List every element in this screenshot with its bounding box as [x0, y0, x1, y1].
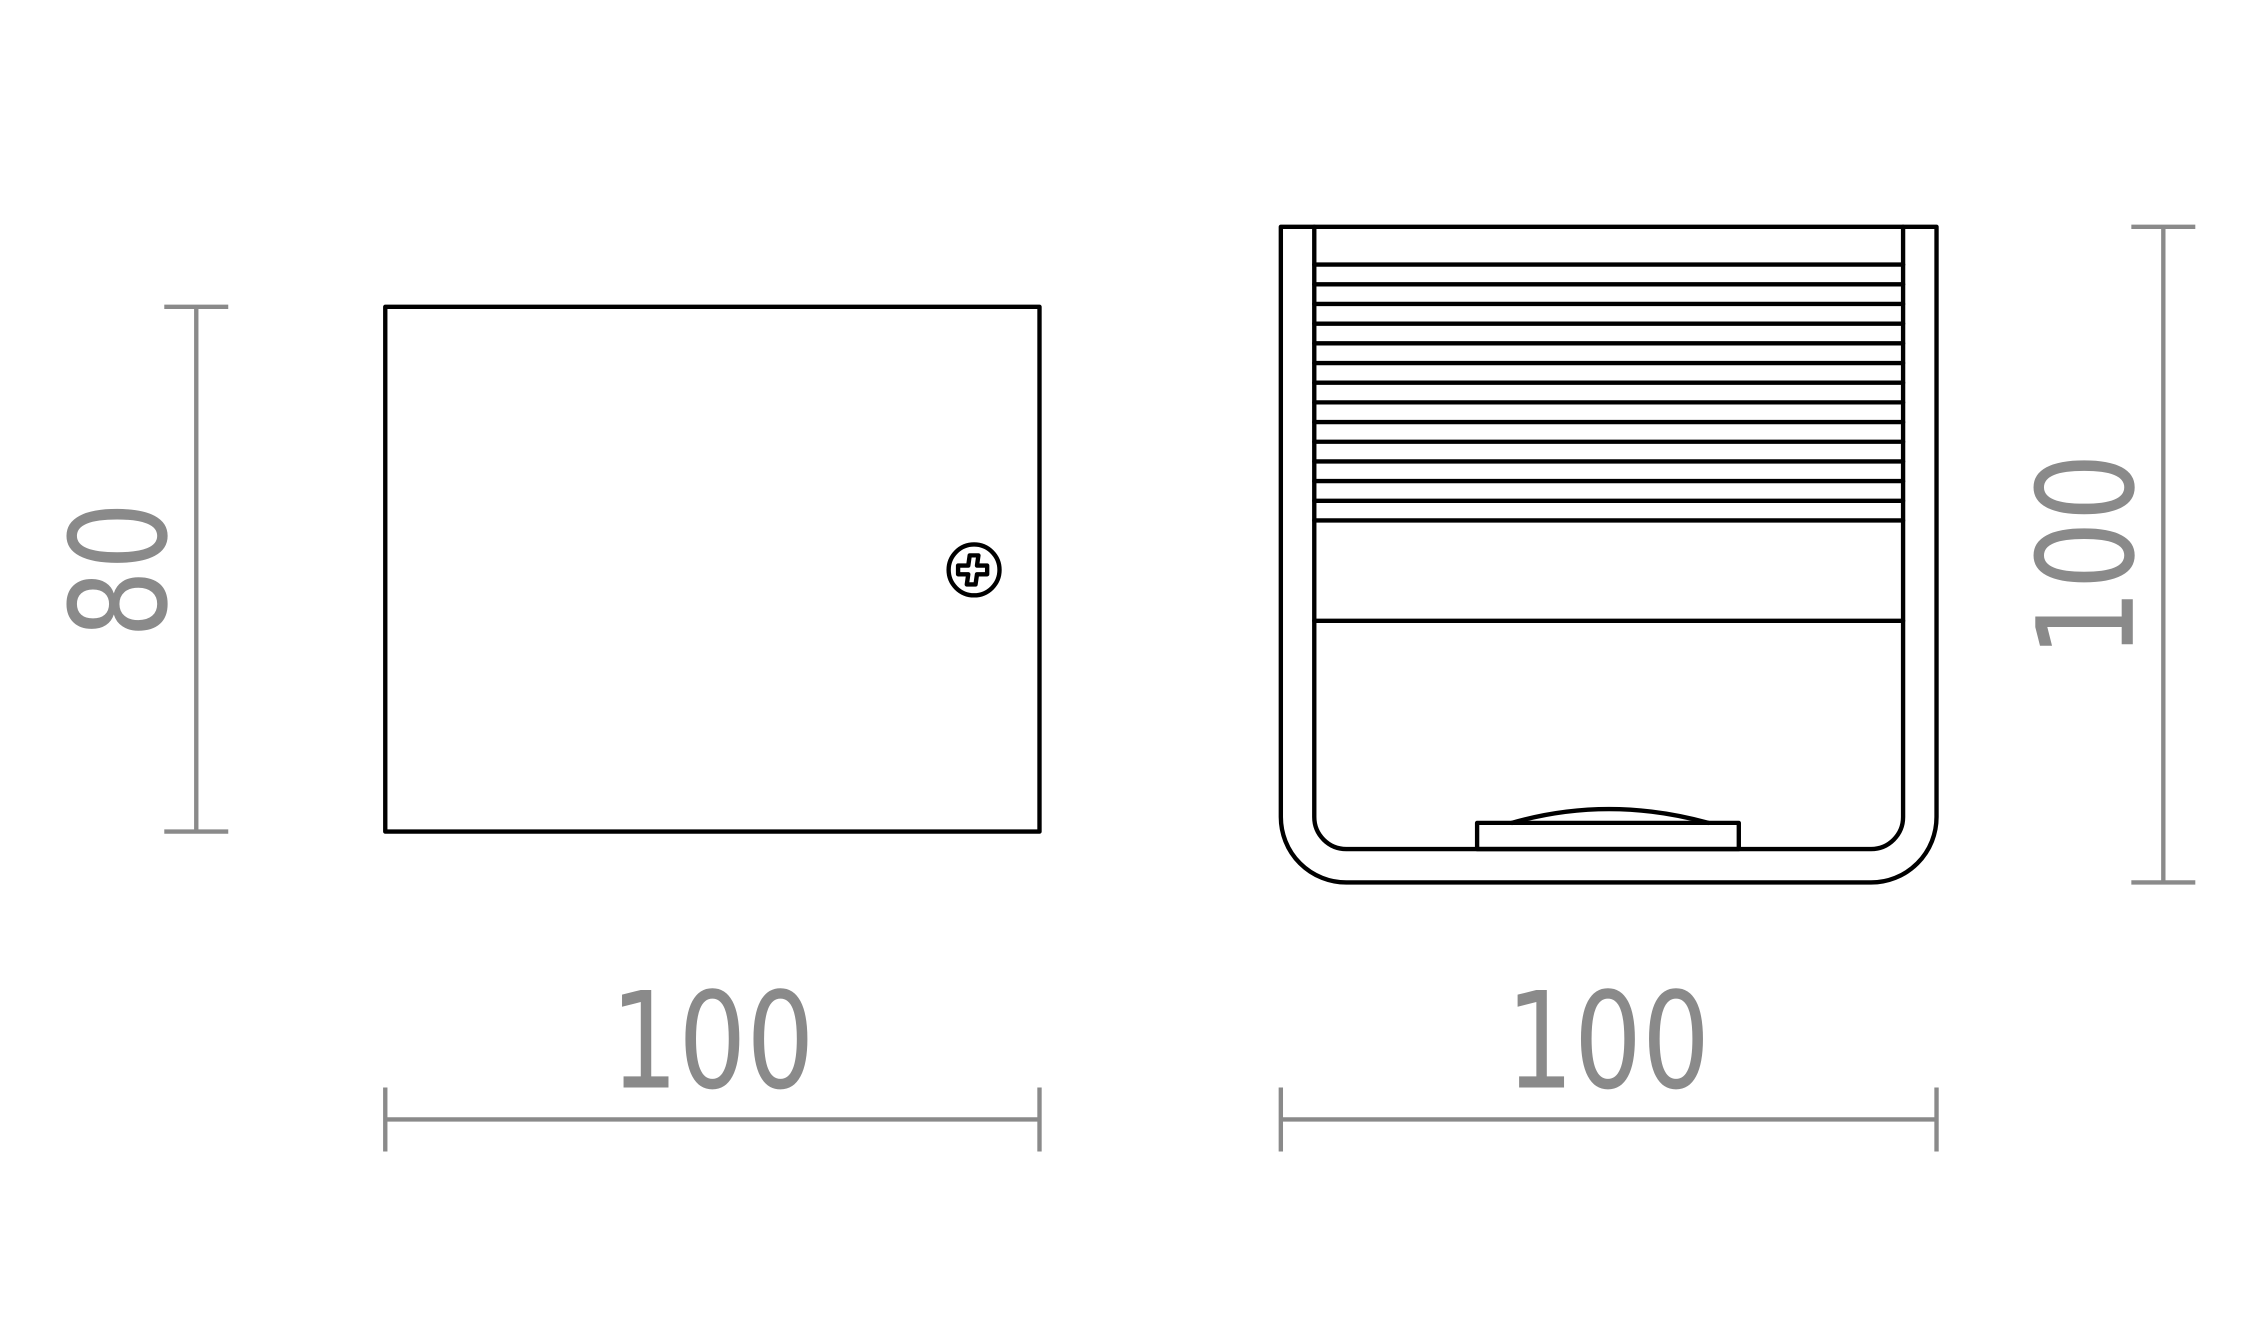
front-width-label: 100 [1506, 964, 1710, 1120]
side-view-body [383, 304, 1042, 834]
side-width-label: 100 [610, 964, 814, 1120]
lens [1474, 806, 1741, 852]
side-width-dimension: 100 [383, 964, 1042, 1152]
side-height-label: 80 [42, 502, 198, 638]
front-width-dimension: 100 [1278, 964, 1939, 1152]
side-view [383, 304, 1042, 834]
front-view-outer-frame [1278, 224, 1939, 885]
side-height-dimension: 80 [42, 304, 229, 834]
front-view-inner-frame [1312, 224, 1906, 852]
screw-icon [946, 542, 1002, 598]
heat-sink-slats [1312, 262, 1906, 523]
front-height-dimension: 100 [2009, 224, 2196, 885]
front-height-label: 100 [2009, 453, 2165, 657]
front-view [1278, 224, 1939, 885]
